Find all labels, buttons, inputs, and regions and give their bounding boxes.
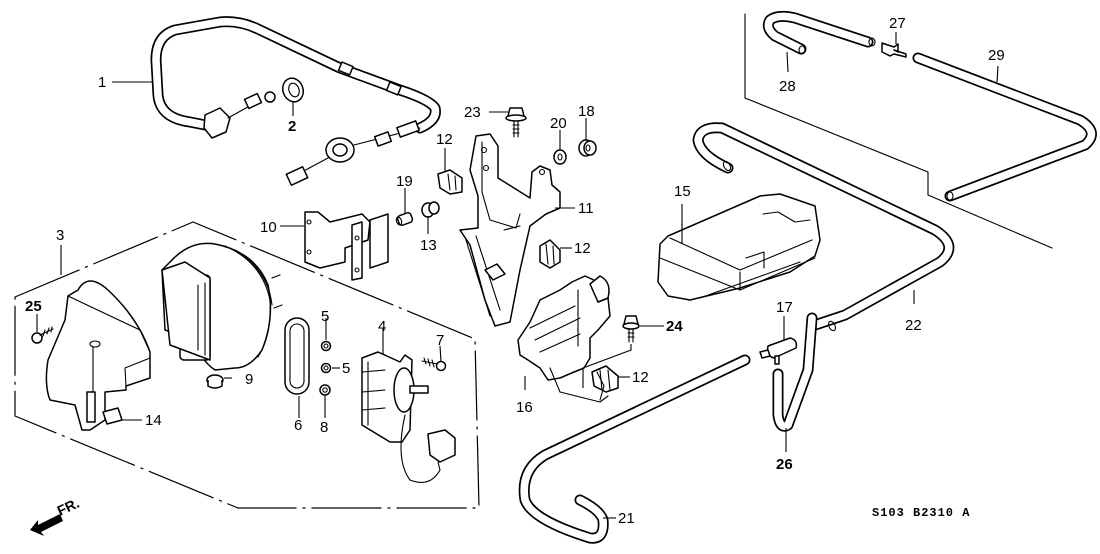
callout-7[interactable]: 7 — [436, 332, 444, 349]
part-17-check-valve[interactable] — [759, 337, 798, 365]
callout-3[interactable]: 3 — [56, 227, 64, 244]
part-11-bracket[interactable] — [459, 133, 561, 327]
callout-20[interactable]: 20 — [550, 115, 567, 132]
callout-23[interactable]: 23 — [464, 104, 481, 121]
part-9-plug[interactable] — [206, 374, 224, 389]
front-label: FR. — [55, 495, 82, 519]
callout-21[interactable]: 21 — [618, 510, 635, 527]
part-29-hose[interactable] — [912, 52, 1097, 202]
part-20-washer[interactable] — [553, 149, 567, 165]
part-18-grommet[interactable] — [578, 139, 597, 157]
part-12-clip-b[interactable] — [539, 239, 561, 269]
callout-12b[interactable]: 12 — [574, 240, 591, 257]
part-24-bolt[interactable] — [582, 315, 640, 388]
part-19-collar[interactable] — [395, 212, 414, 226]
callout-16[interactable]: 16 — [516, 399, 533, 416]
callout-5b[interactable]: 5 — [342, 360, 350, 377]
callout-18[interactable]: 18 — [578, 103, 595, 120]
callout-25[interactable]: 25 — [25, 298, 42, 315]
part-28-hose[interactable] — [762, 10, 876, 55]
callout-24[interactable]: 24 — [666, 318, 683, 335]
callout-12c[interactable]: 12 — [632, 369, 649, 386]
part-4-solenoid-valve[interactable] — [361, 351, 456, 483]
part-10-bracket[interactable] — [304, 211, 389, 281]
callout-26[interactable]: 26 — [776, 456, 793, 473]
part-12-clip-a[interactable] — [437, 169, 463, 195]
part-13-nut[interactable] — [421, 201, 440, 218]
part-8-nut[interactable] — [319, 384, 331, 396]
callout-28[interactable]: 28 — [779, 78, 796, 95]
part-7-screw[interactable] — [421, 357, 447, 372]
callout-2[interactable]: 2 — [288, 118, 296, 135]
reference-code: S103 B2310 A — [872, 506, 970, 520]
part-5-nut-mid[interactable] — [320, 362, 332, 374]
assembly-3-outline — [14, 221, 480, 509]
callout-22[interactable]: 22 — [905, 317, 922, 334]
callout-19[interactable]: 19 — [396, 173, 413, 190]
callout-17[interactable]: 17 — [776, 299, 793, 316]
callout-6[interactable]: 6 — [294, 417, 302, 434]
callout-27[interactable]: 27 — [889, 15, 906, 32]
callout-4[interactable]: 4 — [378, 318, 386, 335]
part-27-joint[interactable] — [881, 42, 907, 58]
callout-9[interactable]: 9 — [245, 371, 253, 388]
callout-1[interactable]: 1 — [98, 74, 106, 91]
callout-10[interactable]: 10 — [260, 219, 277, 236]
part-15-vacuum-tank[interactable] — [657, 193, 821, 301]
part-5-nut-top[interactable] — [320, 340, 332, 352]
part-25-screw[interactable] — [31, 326, 54, 344]
part-12-clip-c[interactable] — [591, 365, 619, 393]
actuator-housing[interactable] — [161, 242, 283, 371]
part-16-bracket[interactable] — [517, 275, 611, 403]
callout-8[interactable]: 8 — [320, 419, 328, 436]
callout-13[interactable]: 13 — [420, 237, 437, 254]
callout-29[interactable]: 29 — [988, 47, 1005, 64]
callout-12a[interactable]: 12 — [436, 131, 453, 148]
part-14-cover[interactable] — [45, 280, 151, 431]
callout-5a[interactable]: 5 — [321, 308, 329, 325]
leader-lines — [36, 32, 999, 519]
front-direction-indicator: FR. — [30, 495, 82, 536]
part-1-cable[interactable] — [150, 16, 441, 186]
part-21-hose[interactable] — [518, 354, 751, 544]
callout-15[interactable]: 15 — [674, 183, 691, 200]
front-arrow-icon — [30, 514, 63, 536]
callout-14[interactable]: 14 — [145, 412, 162, 429]
separator-line — [744, 13, 1053, 249]
part-22-hose[interactable] — [692, 122, 955, 332]
part-26-hose[interactable] — [772, 312, 818, 432]
callout-11[interactable]: 11 — [578, 200, 594, 217]
part-2-grommet[interactable] — [279, 75, 306, 104]
part-6-gasket[interactable] — [284, 317, 310, 395]
callout-labels: 1 2 3 4 5 5 6 7 8 9 10 11 12 12 12 13 14… — [25, 15, 1005, 527]
part-23-bolt[interactable] — [505, 107, 527, 138]
